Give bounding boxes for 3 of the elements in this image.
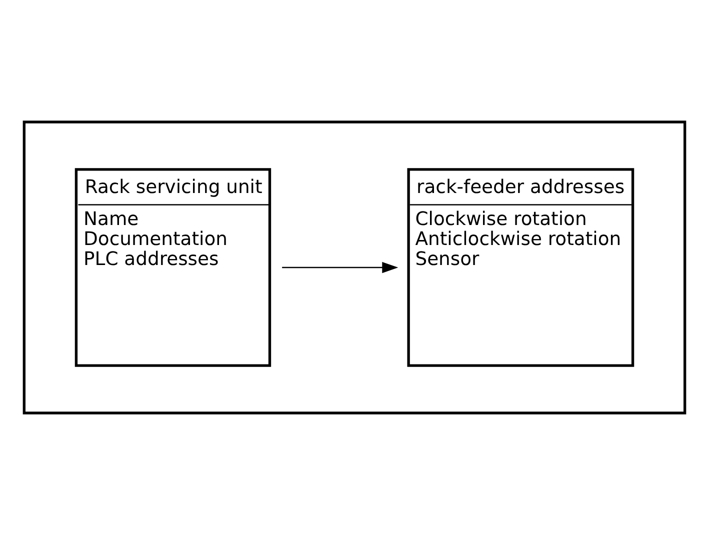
arrow: [282, 262, 398, 274]
node-box: rack-feeder addresses Clockwise rotation Anticlockwise rotation Sensor: [407, 168, 634, 367]
cluster: [22, 120, 686, 414]
